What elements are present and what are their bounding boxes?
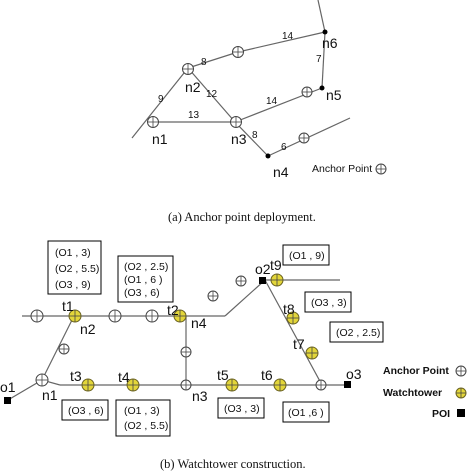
node-label-n4: n4 (191, 315, 207, 331)
tower-label-t1: t1 (62, 298, 74, 314)
poi-icon (344, 381, 351, 388)
poi-label-o3: o3 (346, 366, 362, 382)
caption-b: (b) Watchtower construction. (160, 457, 306, 471)
callout-line: (O2 , 2.5) (124, 261, 168, 273)
tower-label-t8: t8 (283, 301, 295, 317)
node-label-n2: n2 (80, 321, 96, 337)
watchtower-icon (173, 309, 187, 323)
edge-weight: 12 (206, 89, 218, 100)
watchtower-icon (273, 378, 287, 392)
edge-weight: 14 (282, 31, 294, 42)
node-label-n3: n3 (231, 131, 247, 147)
tower-label-t6: t6 (261, 367, 273, 383)
callout-box-t3 (61, 399, 109, 421)
callout-line: (O3 , 6) (68, 405, 104, 417)
callout-line: (O2 , 2.5) (336, 327, 380, 339)
edge-weight: 9 (158, 94, 164, 105)
tower-label-t3: t3 (70, 368, 82, 384)
watchtower-icon (225, 378, 239, 392)
edge-weight: 8 (201, 57, 207, 68)
callout-line: (O2 , 5.5) (124, 420, 168, 432)
node-label-n1: n1 (152, 131, 168, 147)
callout-box-t1 (47, 240, 102, 295)
anchor-point-icon (235, 275, 247, 287)
panel-a-graph: n1 n2 n3 n4 n5 n6 9 8 14 7 12 13 14 8 6 … (131, 0, 387, 180)
node-label-n5: n5 (326, 87, 342, 103)
callout-box-t7 (329, 321, 384, 343)
node-dot (319, 85, 325, 91)
watchtower-icon (68, 309, 82, 323)
anchor-point-icon (298, 132, 310, 144)
callout-line: (O1 , 3) (55, 247, 91, 259)
poi-icon (457, 409, 465, 417)
callout-line: (O3 , 3) (311, 297, 347, 309)
anchor-point-icon (180, 379, 192, 391)
callout-line: (O3 , 9) (55, 279, 91, 291)
legend-label-watchtower: Watchtower (383, 387, 442, 399)
anchor-point-icon (147, 116, 159, 128)
anchor-point-icon (58, 343, 70, 355)
callout-line: (O1 , 9) (289, 250, 325, 262)
anchor-point-icon (108, 309, 122, 323)
watchtower-icon (270, 273, 284, 287)
watchtower-icon (455, 387, 467, 399)
callout-box-t4 (115, 399, 171, 437)
poi-icon (4, 397, 11, 404)
watchtower-icon (126, 378, 140, 392)
edge-weight: 13 (188, 110, 200, 121)
watchtower-icon (286, 311, 300, 325)
callout-line: (O1 , 6 ) (124, 274, 163, 286)
anchor-point-icon (35, 373, 49, 387)
edge-weight: 8 (252, 130, 258, 141)
callout-line: (O3 , 3) (224, 403, 260, 415)
node-label-n2: n2 (185, 79, 201, 95)
callout-box-t5 (217, 397, 265, 419)
legend-label-poi: POI (432, 408, 450, 420)
anchor-point-icon (145, 309, 159, 323)
poi-label-o2: o2 (255, 261, 271, 277)
tower-label-t9: t9 (270, 257, 282, 273)
edge-weight: 6 (281, 142, 287, 153)
anchor-point-icon (30, 309, 44, 323)
anchor-point-icon (455, 365, 467, 377)
callout-box-t6 (282, 401, 330, 423)
legend-label-anchor: Anchor Point (312, 163, 372, 175)
anchor-point-icon (207, 290, 219, 302)
callout-line: (O3 , 6) (124, 287, 160, 299)
callout-box-t2 (117, 255, 174, 303)
legend-label-anchor: Anchor Point (383, 365, 449, 377)
callout-box-t8 (304, 291, 352, 313)
anchor-point-icon (232, 46, 244, 58)
anchor-point-icon (301, 86, 313, 98)
tower-label-t7: t7 (293, 336, 305, 352)
anchor-point-icon (230, 116, 242, 128)
anchor-point-icon (375, 163, 387, 175)
callout-line: (O2 , 5.5) (55, 263, 99, 275)
node-label-n3: n3 (192, 388, 208, 404)
anchor-point-icon (180, 346, 192, 358)
anchor-point-icon (315, 379, 327, 391)
caption-a: (a) Anchor point deployment. (168, 210, 316, 224)
node-label-n6: n6 (322, 35, 338, 51)
poi-label-o1: o1 (0, 379, 16, 395)
edge-weight: 7 (316, 54, 322, 65)
callout-line: (O1 ,6 ) (288, 407, 324, 419)
panel-b-graph: n1 n2 n3 n4 t1 t2 t3 t4 t5 t6 t7 t8 t9 o… (0, 240, 467, 437)
callout-line: (O1 , 3) (124, 405, 160, 417)
node-dot (265, 153, 271, 159)
node-dot (322, 29, 328, 35)
tower-label-t4: t4 (118, 369, 130, 385)
node-label-n1: n1 (42, 387, 58, 403)
edge-weight: 14 (266, 96, 278, 107)
watchtower-icon (305, 346, 319, 360)
anchor-point-icon (182, 63, 194, 75)
callout-box-t9 (282, 244, 330, 266)
node-label-n4: n4 (273, 164, 289, 180)
tower-label-t5: t5 (217, 367, 229, 383)
poi-icon (259, 277, 266, 284)
watchtower-icon (81, 378, 95, 392)
tower-label-t2: t2 (167, 302, 179, 318)
